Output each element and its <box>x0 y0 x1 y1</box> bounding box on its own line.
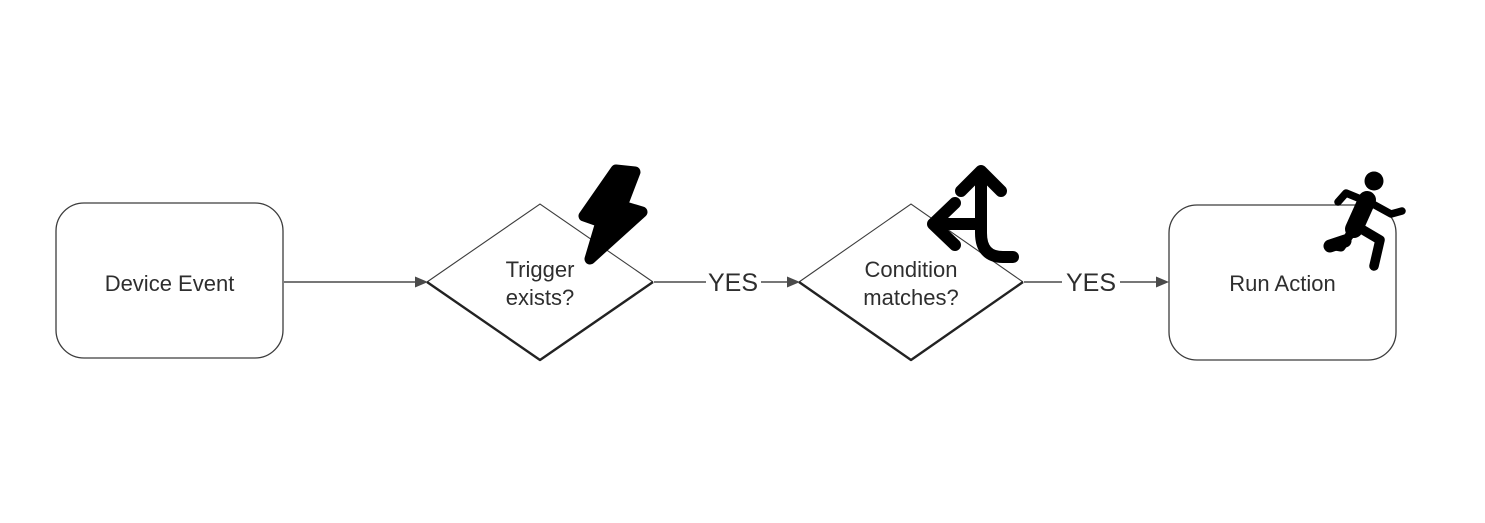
edge1-arrowhead-icon <box>415 276 428 288</box>
condition-matches-label-line1: Condition <box>865 257 958 282</box>
person-running-front-arm <box>1367 199 1406 218</box>
split-arrows-up-arrowhead <box>955 165 1007 197</box>
split-arrows-left-arrowhead <box>927 197 961 251</box>
node-condition-matches: Condition matches? <box>798 203 1024 362</box>
edge3-yes-label: YES <box>1066 269 1116 297</box>
split-arrows-stem <box>975 176 1019 263</box>
person-running-shoe <box>1323 234 1352 253</box>
edge2-arrowhead-icon <box>787 276 800 288</box>
trigger-exists-label-line2: exists? <box>506 285 574 310</box>
person-running-front-leg <box>1353 222 1385 271</box>
split-arrows-icon <box>927 165 1019 263</box>
lightning-bolt-shape <box>578 164 648 265</box>
edge-trigger-to-condition: YES <box>654 269 800 297</box>
device-event-shape <box>55 202 284 359</box>
lightning-bolt-icon <box>578 164 648 265</box>
edge-device-event-to-trigger <box>284 276 428 288</box>
edge-condition-to-run-action: YES <box>1024 269 1169 297</box>
device-event-label: Device Event <box>105 271 235 296</box>
run-action-label: Run Action <box>1229 271 1335 296</box>
edge2-yes-label: YES <box>708 269 758 297</box>
person-running-head <box>1364 171 1384 191</box>
trigger-exists-top-edges <box>426 203 654 283</box>
condition-matches-bottom-edges <box>798 281 1024 362</box>
condition-matches-label-line2: matches? <box>863 285 958 310</box>
node-device-event: Device Event <box>55 202 284 359</box>
person-running-icon <box>1323 171 1406 271</box>
edge3-arrowhead-icon <box>1156 276 1169 288</box>
condition-matches-shape <box>799 204 1023 360</box>
person-running-rear-arm <box>1334 189 1367 206</box>
trigger-exists-label-line1: Trigger <box>506 257 575 282</box>
trigger-exists-bottom-edges <box>426 281 654 362</box>
